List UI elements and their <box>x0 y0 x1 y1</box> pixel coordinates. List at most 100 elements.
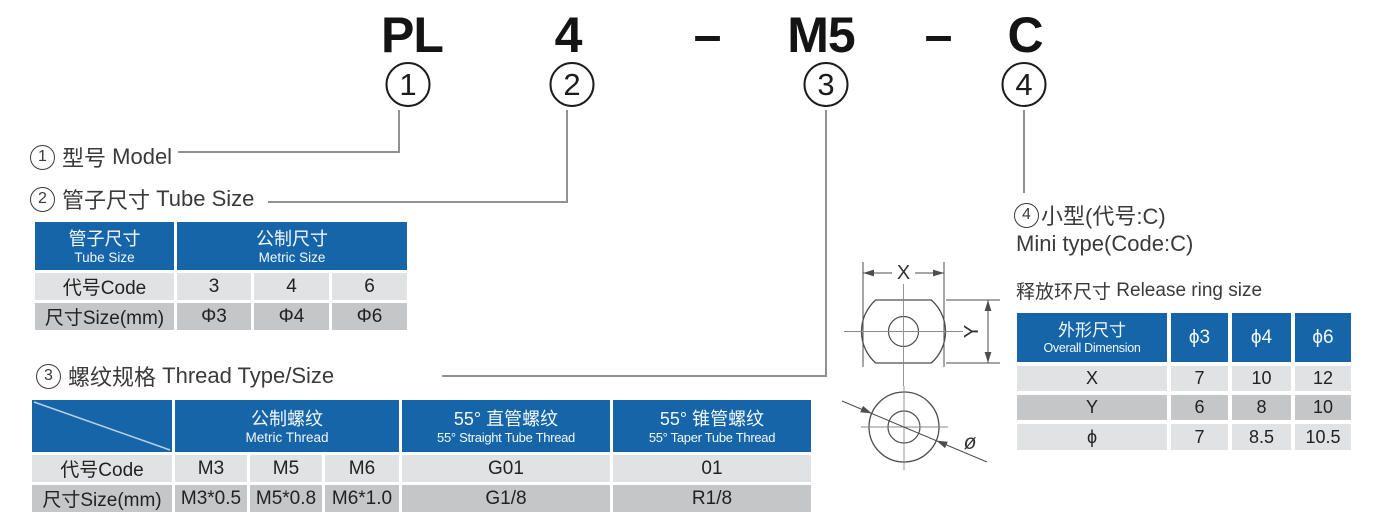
label-tube-size: 2 管子尺寸 Tube Size <box>30 183 254 215</box>
label-thread-type: 3 螺纹规格 Thread Type/Size <box>36 360 334 392</box>
label-mini-type-en-text: Mini type(Code:C) <box>1016 231 1194 256</box>
tube-code-6: 6 <box>332 273 407 300</box>
connector-line-1-vertical <box>398 110 400 153</box>
tube-size-6: Φ6 <box>332 303 407 330</box>
row-label: 代号Code <box>35 273 174 300</box>
label-tube-size-zh: 管子尺寸 <box>62 188 151 213</box>
label-mini-type-number: 4 <box>1014 202 1039 228</box>
thread-type-table: 公制螺纹 Metric Thread 55° 直管螺纹 55° Straight… <box>29 397 814 515</box>
y-phi6: 10 <box>1295 395 1351 420</box>
metric-thread-header-en: Metric Thread <box>245 429 329 445</box>
release-row-x: X 7 10 12 <box>1017 366 1351 391</box>
connector-line-4-vertical <box>1023 110 1025 193</box>
y-phi4: 8 <box>1232 395 1291 420</box>
code-thread: M5 <box>787 7 855 63</box>
code-model: PL <box>381 7 444 63</box>
thread-size-row: 尺寸Size(mm) M3*0.5 M5*0.8 M6*1.0 G1/8 R1/… <box>32 485 811 512</box>
tube-size-row: 尺寸Size(mm) Φ3 Φ4 Φ6 <box>35 303 407 330</box>
release-header-row: 外形尺寸 Overall Dimension ϕ3 ϕ4 ϕ6 <box>1017 313 1351 362</box>
diagonal-line <box>33 401 171 451</box>
label-release-ring-zh: 释放环尺寸 <box>1016 282 1112 303</box>
row-label: Y <box>1017 395 1167 420</box>
metric-size-header-en: Metric Size <box>258 249 326 265</box>
tube-size-col-header-zh: 管子尺寸 <box>68 228 141 249</box>
metric-thread-header-zh: 公制螺纹 <box>251 408 323 429</box>
thread-size-straight: G1/8 <box>402 485 610 512</box>
x-phi6: 12 <box>1295 366 1351 391</box>
front-view-figure <box>844 262 1000 386</box>
thread-corner-cell <box>32 400 172 452</box>
label-model: 1 型号 Model <box>30 141 172 173</box>
taper-thread-header-zh: 55° 锥管螺纹 <box>659 408 765 429</box>
label-mini-type-zh-text: 小型(代号:C) <box>1041 204 1166 229</box>
metric-thread-header: 公制螺纹 Metric Thread <box>175 400 399 452</box>
metric-size-header-zh: 公制尺寸 <box>256 228 328 249</box>
row-label: ϕ <box>1017 424 1167 450</box>
label-thread-type-zh: 螺纹规格 <box>68 365 157 390</box>
tube-size-col-header-en: Tube Size <box>74 249 135 265</box>
tube-size-3: Φ3 <box>177 303 251 330</box>
phi-phi3: 7 <box>1171 424 1228 450</box>
tube-code-4: 4 <box>254 273 329 300</box>
row-label: 尺寸Size(mm) <box>32 485 172 512</box>
row-label: 代号Code <box>32 455 172 482</box>
dimension-phi-label: ø <box>964 431 977 454</box>
thread-code-row: 代号Code M3 M5 M6 G01 01 <box>32 455 811 482</box>
thread-code-m6: M6 <box>325 455 399 482</box>
connector-line-2-vertical <box>566 110 568 203</box>
phi6-header: ϕ6 <box>1295 313 1351 362</box>
thread-code-taper: 01 <box>613 455 811 482</box>
release-row-phi: ϕ 7 8.5 10.5 <box>1017 424 1351 450</box>
connector-line-2-horizontal <box>268 201 568 203</box>
thread-header-row: 公制螺纹 Metric Thread 55° 直管螺纹 55° Straight… <box>32 400 811 452</box>
tube-size-4: Φ4 <box>254 303 329 330</box>
connector-line-3-horizontal <box>442 375 827 377</box>
circled-number-4: 4 <box>1001 62 1047 107</box>
code-dash-2: – <box>924 7 953 63</box>
connector-line-1-horizontal <box>178 151 400 153</box>
phi-phi4: 8.5 <box>1232 424 1291 450</box>
label-mini-type-en: Mini type(Code:C) <box>1016 231 1193 257</box>
phi-phi6: 10.5 <box>1295 424 1351 450</box>
overall-dimension-zh: 外形尺寸 <box>1058 320 1126 340</box>
release-ring-dimension-drawing: X Y ø <box>841 262 1000 470</box>
circular-view-figure <box>841 386 988 470</box>
overall-dimension-header: 外形尺寸 Overall Dimension <box>1017 313 1167 362</box>
tube-size-col-header: 管子尺寸 Tube Size <box>35 222 174 270</box>
straight-thread-header: 55° 直管螺纹 55° Straight Tube Thread <box>402 400 610 452</box>
straight-thread-header-en: 55° Straight Tube Thread <box>437 429 575 445</box>
circled-number-1: 1 <box>385 62 431 107</box>
label-model-number: 1 <box>30 144 55 170</box>
label-thread-type-en: Thread Type/Size <box>162 363 335 388</box>
thread-size-m5: M5*0.8 <box>250 485 322 512</box>
label-release-ring-size: 释放环尺寸 Release ring size <box>1016 277 1262 304</box>
label-tube-size-number: 2 <box>30 186 55 212</box>
circled-number-2: 2 <box>549 62 595 107</box>
code-dash-1: – <box>693 7 722 63</box>
straight-thread-header-zh: 55° 直管螺纹 <box>453 408 559 429</box>
release-row-y: Y 6 8 10 <box>1017 395 1351 420</box>
x-phi4: 10 <box>1232 366 1291 391</box>
thread-size-m3: M3*0.5 <box>175 485 247 512</box>
label-model-en: Model <box>112 144 173 169</box>
metric-size-header: 公制尺寸 Metric Size <box>177 222 407 270</box>
label-mini-type-zh: 4 小型(代号:C) <box>1014 199 1166 231</box>
circled-number-3: 3 <box>803 62 849 107</box>
thread-code-m3: M3 <box>175 455 247 482</box>
code-mini: C <box>1007 7 1043 63</box>
row-label: X <box>1017 366 1167 391</box>
dimension-x-label: X <box>897 262 910 284</box>
connector-line-3-vertical <box>825 110 827 377</box>
label-tube-size-en: Tube Size <box>156 186 255 211</box>
thread-code-m5: M5 <box>250 455 322 482</box>
taper-thread-header: 55° 锥管螺纹 55° Taper Tube Thread <box>613 400 811 452</box>
label-model-zh: 型号 <box>62 146 107 171</box>
taper-thread-header-en: 55° Taper Tube Thread <box>648 429 776 445</box>
overall-dimension-en: Overall Dimension <box>1043 340 1141 355</box>
tube-size-table: 管子尺寸 Tube Size 公制尺寸 Metric Size 代号Code 3… <box>32 219 410 333</box>
tube-code-3: 3 <box>177 273 251 300</box>
code-tube-size: 4 <box>554 7 583 63</box>
release-ring-table: 外形尺寸 Overall Dimension ϕ3 ϕ4 ϕ6 X 7 10 1… <box>1013 309 1355 454</box>
x-phi3: 7 <box>1171 366 1228 391</box>
